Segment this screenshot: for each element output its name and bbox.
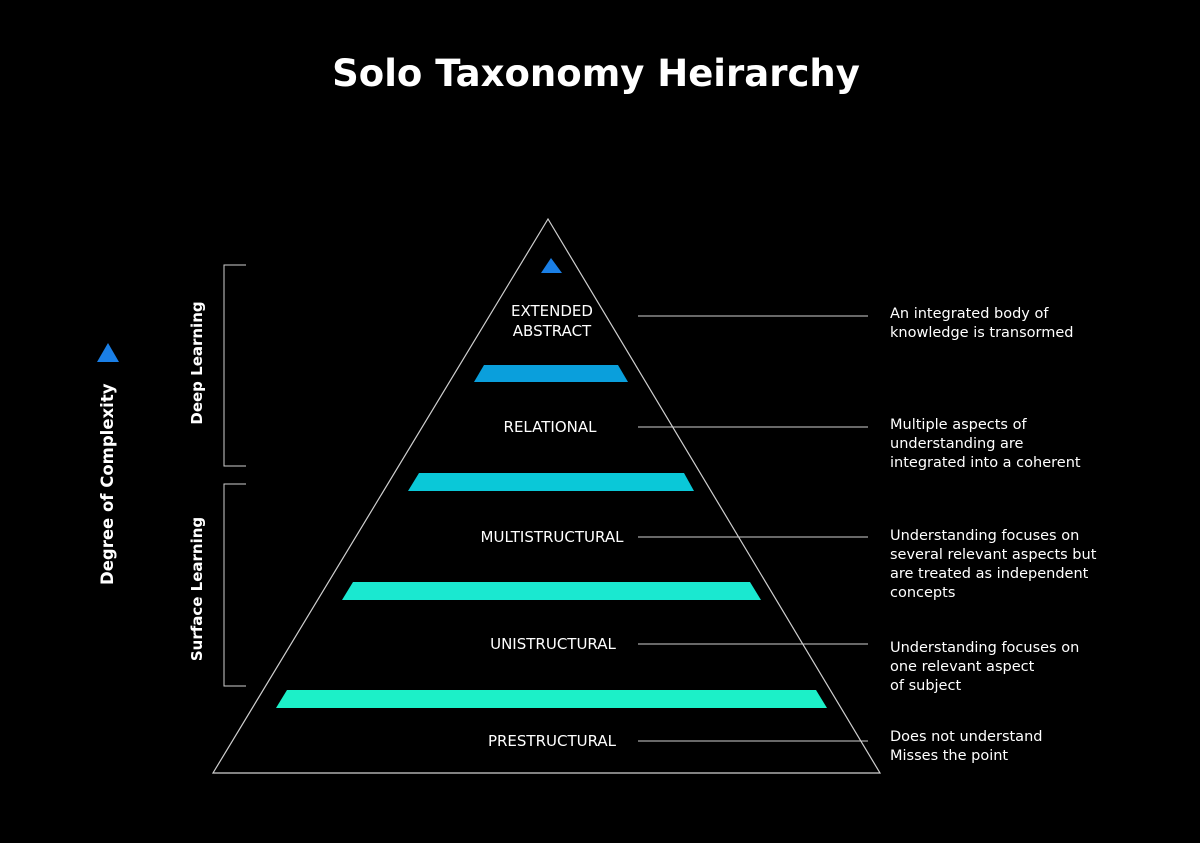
description-prestructural: Does not understand Misses the point <box>890 729 1043 764</box>
complexity-axis-label: Degree of Complexity <box>98 383 117 585</box>
deep-learning-label: Deep Learning <box>188 301 206 425</box>
pyramid-outline <box>211 217 882 774</box>
description-multistructural: Understanding focuses on several relevan… <box>890 528 1097 601</box>
level-label-unistructural: UNISTRUCTURAL <box>490 635 616 653</box>
band-1 <box>474 365 628 382</box>
level-label-relational: RELATIONAL <box>503 418 597 436</box>
surface-learning-label: Surface Learning <box>188 516 206 662</box>
surface-learning-bracket <box>223 483 246 687</box>
description-extended-abstract: An integrated body of knowledge is trans… <box>890 306 1074 341</box>
band-4 <box>276 690 827 708</box>
band-3 <box>342 582 761 600</box>
description-relational: Multiple aspects of understanding are in… <box>890 417 1081 471</box>
description-unistructural: Understanding focuses on one relevant as… <box>890 640 1080 694</box>
level-label-multistructural: MULTISTRUCTURAL <box>480 528 624 546</box>
level-label-prestructural: PRESTRUCTURAL <box>487 732 617 750</box>
page-title: Solo Taxonomy Heirarchy <box>332 52 860 95</box>
deep-learning-bracket <box>223 264 246 467</box>
band-2 <box>408 473 694 491</box>
complexity-triangle-icon <box>97 343 119 362</box>
apex-triangle-icon <box>541 258 562 273</box>
level-label-extended-abstract: EXTENDED ABSTRACT <box>511 302 593 340</box>
